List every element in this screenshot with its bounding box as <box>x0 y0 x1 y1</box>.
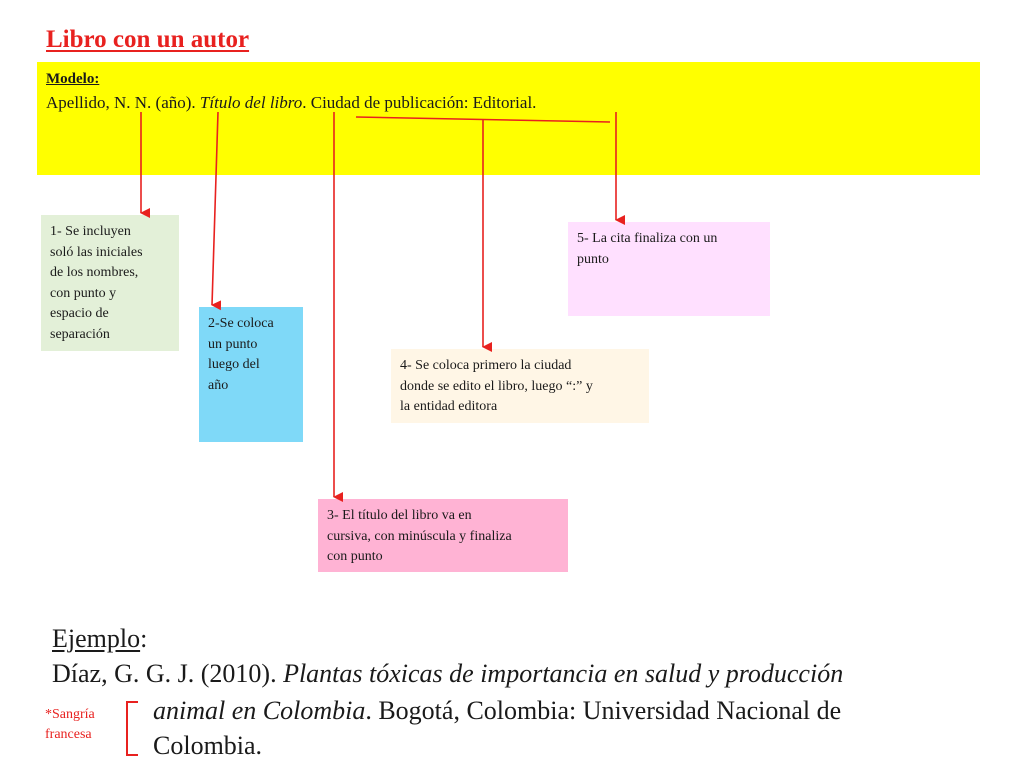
model-rest: . Ciudad de publicación: Editorial. <box>302 93 537 112</box>
note-title-italic: 3- El título del libro va en cursiva, co… <box>318 499 568 572</box>
model-book-title: Título del libro <box>199 93 303 112</box>
hanging-indent-bracket <box>126 701 138 756</box>
model-author: Apellido, N. N. <box>46 93 156 112</box>
model-label: Modelo: <box>46 71 100 87</box>
model-box: Modelo: Apellido, N. N. (año). Título de… <box>37 62 980 175</box>
hanging-indent-note: *Sangría francesa <box>45 707 95 742</box>
example-line-3: Colombia. <box>153 731 263 760</box>
example-heading: Ejemplo: <box>52 624 148 653</box>
model-year: (año). <box>155 93 200 112</box>
page-title: Libro con un autor <box>46 26 250 53</box>
arrow-2 <box>211 111 222 311</box>
model-citation: Apellido, N. N. (año). Título del libro.… <box>46 93 536 113</box>
example-line-1: Díaz, G. G. J. (2010). Plantas tóxicas d… <box>52 659 844 688</box>
note-city-publisher: 4- Se coloca primero la ciudad donde se … <box>391 349 649 423</box>
example-line-2: animal en Colombia. Bogotá, Colombia: Un… <box>153 696 842 725</box>
note-year-period: 2-Se coloca un punto luego del año <box>199 307 303 442</box>
note-initials: 1- Se incluyen soló las iniciales de los… <box>41 215 179 351</box>
note-final-period: 5- La cita finaliza con un punto <box>568 222 770 316</box>
